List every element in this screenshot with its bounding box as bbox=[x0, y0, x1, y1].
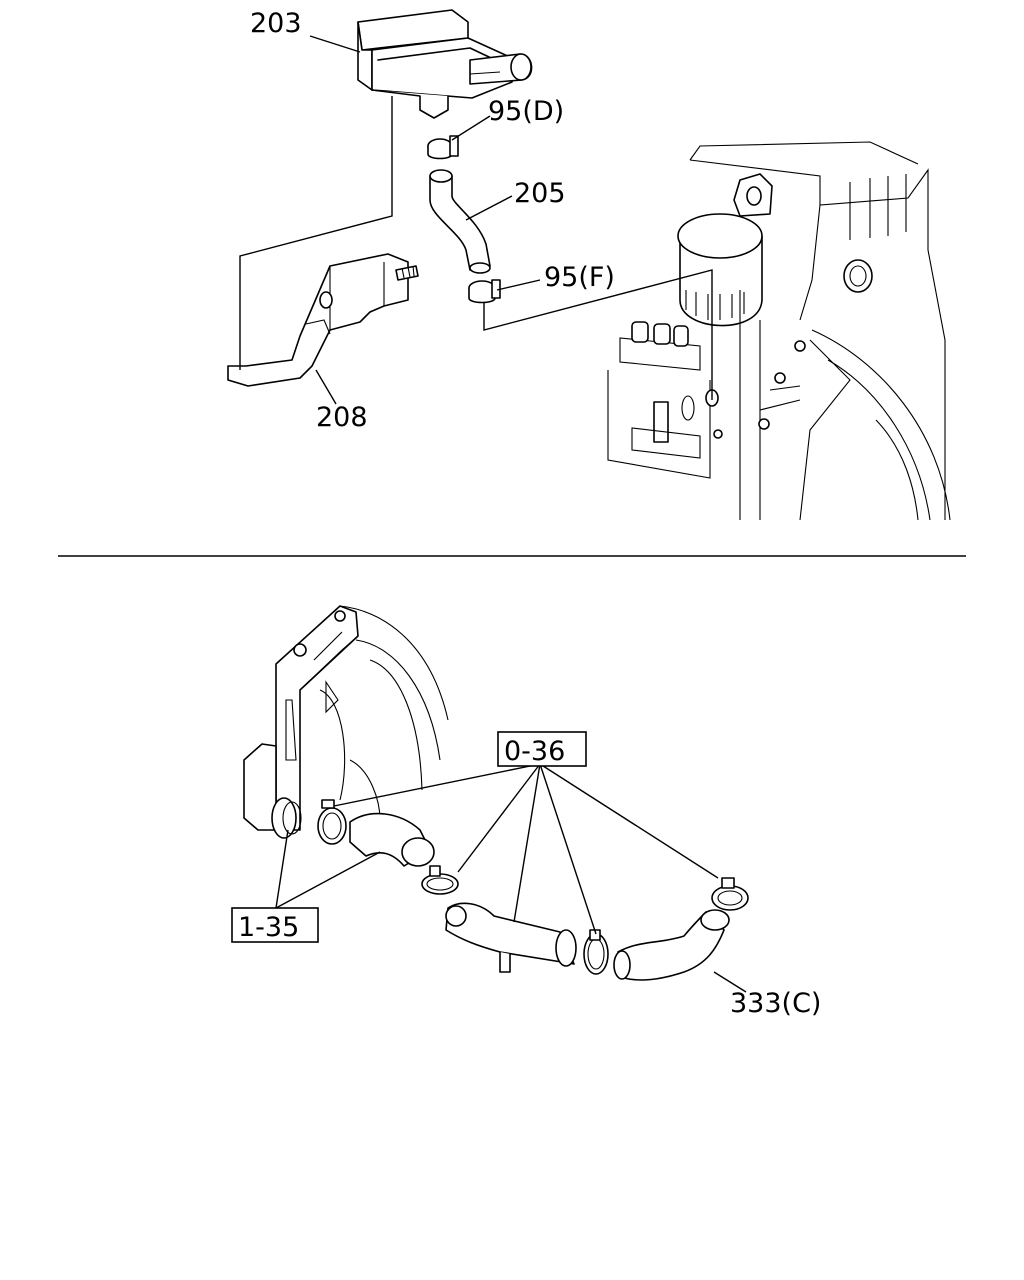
engine-block-illustration bbox=[607, 141, 951, 521]
callout-036-box bbox=[497, 731, 587, 767]
callout-135-box bbox=[231, 907, 319, 943]
upper-leader-lines bbox=[239, 35, 713, 405]
callout-333c: 333(C) bbox=[730, 988, 821, 1019]
part-205-hose bbox=[429, 169, 491, 274]
pipe-middle bbox=[445, 902, 577, 973]
part-208-bracket bbox=[227, 253, 419, 387]
callout-95d: 95(D) bbox=[488, 96, 564, 127]
callout-95f: 95(F) bbox=[544, 262, 615, 293]
part-333c-hose bbox=[613, 909, 730, 981]
callout-135: 1-35 bbox=[238, 912, 299, 943]
callout-036: 0-36 bbox=[504, 736, 565, 767]
callout-203: 203 bbox=[250, 8, 302, 39]
callout-208: 208 bbox=[316, 402, 368, 433]
lower-leader-lines bbox=[275, 763, 747, 993]
turbo-housing-illustration bbox=[243, 605, 449, 839]
clamp-b bbox=[421, 865, 459, 895]
hose-upper bbox=[349, 812, 435, 867]
clamp-a bbox=[317, 799, 347, 845]
part-203-canister bbox=[357, 9, 533, 119]
clamp-c bbox=[583, 929, 609, 975]
clamp-d bbox=[711, 877, 749, 911]
part-95f-clamp bbox=[468, 279, 501, 304]
part-95d-clamp bbox=[427, 135, 459, 160]
callout-205: 205 bbox=[514, 178, 566, 209]
